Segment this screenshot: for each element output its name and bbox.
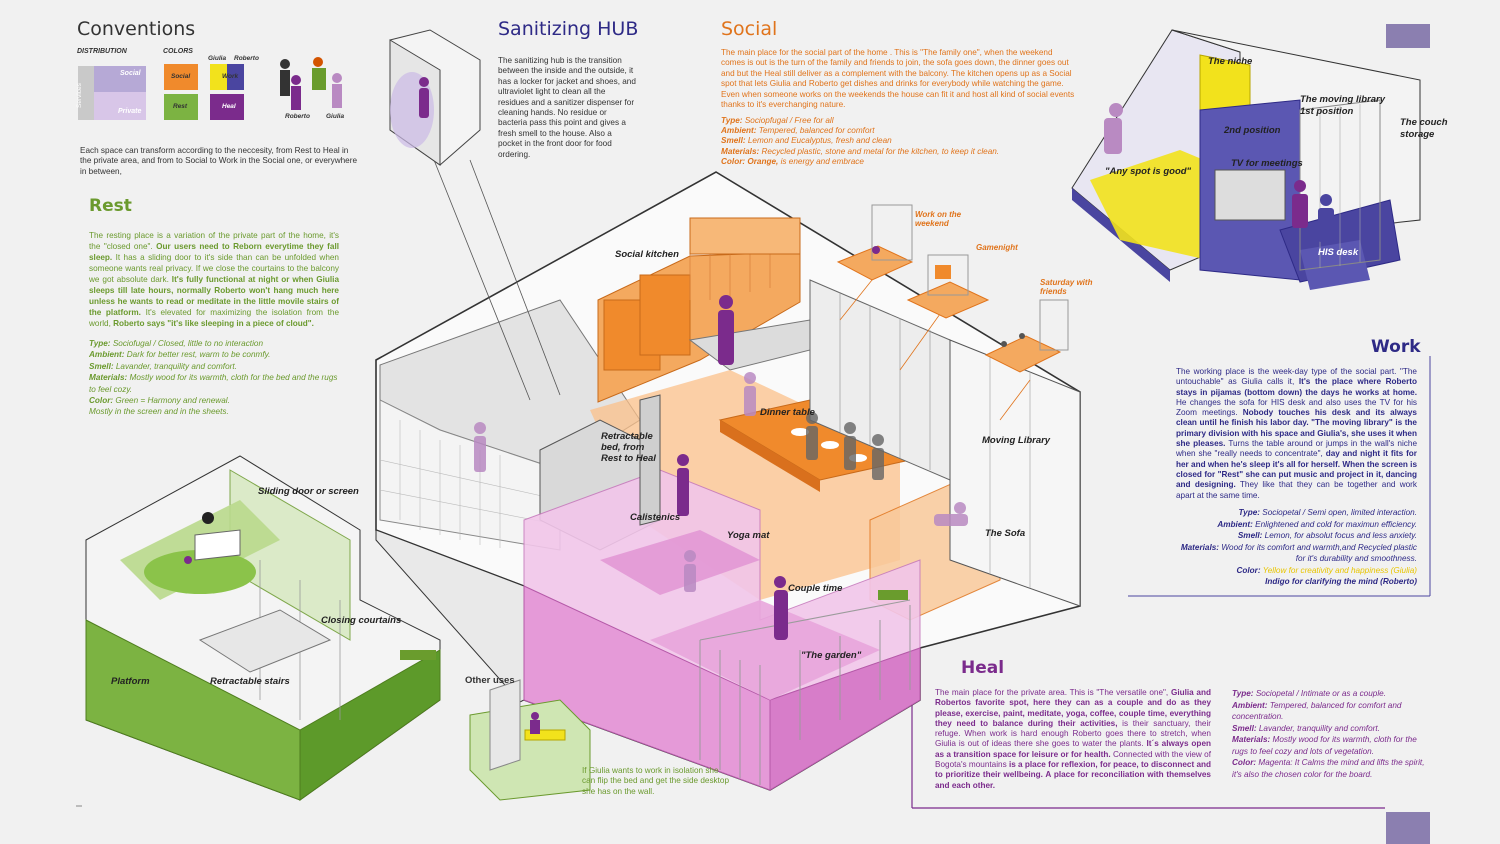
private-swatch-label: Private: [118, 108, 142, 115]
label-the-sofa: The Sofa: [985, 528, 1026, 539]
services-swatch-label: Services: [76, 83, 83, 108]
social-text: The main place for the social part of th…: [721, 48, 1075, 110]
main-apartment: [375, 171, 1081, 791]
label-couch-storage: The couch storage: [1400, 117, 1448, 140]
label-the-garden: "The garden": [801, 650, 862, 661]
heal-color-label: Heal: [222, 103, 236, 110]
label-tv-meetings: TV for meetings: [1231, 158, 1303, 169]
other-uses-title: Other uses: [465, 675, 515, 686]
rest-text: The resting place is a variation of the …: [89, 231, 340, 328]
label-moving-library: Moving Library: [982, 435, 1051, 446]
label-calistenics: Calistenics: [630, 512, 681, 523]
heal-text: The main place for the private area. Thi…: [935, 688, 1212, 790]
work-specs: Type: Sociopetal / Semi open, limited in…: [1180, 508, 1417, 586]
label-closing-courtains: Closing courtains: [321, 615, 402, 626]
colors-label: COLORS: [163, 48, 193, 55]
roberto-top-label: Roberto: [234, 55, 259, 62]
other-uses-illustration: [469, 679, 591, 801]
other-uses-text: If Giulia wants to work in isolation she…: [582, 766, 730, 796]
rest-title: Rest: [89, 196, 132, 216]
roberto-figure-label: Roberto: [285, 113, 310, 120]
sanitizing-text: The sanitizing hub is the transition bet…: [498, 56, 636, 159]
conventions-description: Each space can transform according to th…: [80, 146, 357, 176]
social-swatch-label: Social: [120, 70, 141, 77]
sanitizing-hub-illustration: [389, 29, 481, 166]
label-saturday-friends: Saturday with friends: [1040, 278, 1093, 296]
rest-color-label: Rest: [173, 103, 188, 110]
label-2nd-position: 2nd position: [1224, 125, 1281, 136]
giulia-figure-label: Giulia: [326, 113, 345, 120]
work-color-label: Work: [222, 73, 239, 80]
label-gamenight: Gamenight: [976, 243, 1018, 252]
heal-title: Heal: [961, 658, 1005, 678]
heal-specs: Type: Sociopetal / Intimate or as a coup…: [1232, 689, 1425, 779]
sanitizing-title: Sanitizing HUB: [498, 18, 639, 40]
label-moving-library-1st: The moving library 1st position: [1300, 94, 1385, 117]
giulia-top-label: Giulia: [208, 55, 227, 62]
label-social-kitchen: Social kitchen: [615, 249, 679, 260]
label-couple-time: Couple time: [788, 583, 843, 594]
label-work-weekend: Work on the weekend: [915, 210, 962, 228]
accent-square-top: [1386, 24, 1430, 48]
label-retractable-stairs: Retractable stairs: [210, 676, 290, 687]
work-text: The working place is the week-day type o…: [1176, 367, 1418, 500]
rest-specs: Type: Sociofugal / Closed, little to no …: [89, 339, 338, 417]
label-his-desk: HIS desk: [1318, 247, 1359, 258]
accent-square-bottom: [1386, 812, 1430, 844]
conventions-title: Conventions: [77, 18, 196, 40]
social-title: Social: [721, 18, 778, 40]
rest-room-illustration: [85, 455, 441, 801]
label-dinner-table: Dinner table: [760, 407, 815, 418]
conventions-swatches: [78, 57, 342, 120]
social-color-label: Social: [171, 73, 191, 80]
label-any-spot: "Any spot is good": [1105, 166, 1192, 177]
social-specs: Type: Sociopfugal / Free for all Ambient…: [721, 116, 1000, 166]
label-platform: Platform: [111, 676, 150, 687]
social-vignettes: [836, 204, 1069, 373]
label-yoga-mat: Yoga mat: [727, 530, 770, 541]
label-sliding-door: Sliding door or screen: [258, 486, 359, 497]
distribution-label: DISTRIBUTION: [77, 48, 127, 55]
label-retractable-bed: Retractable bed, from Rest to Heal: [601, 431, 656, 464]
label-the-niche: The niche: [1208, 56, 1253, 67]
work-title: Work: [1371, 337, 1421, 357]
work-room-illustration: [1071, 29, 1421, 290]
